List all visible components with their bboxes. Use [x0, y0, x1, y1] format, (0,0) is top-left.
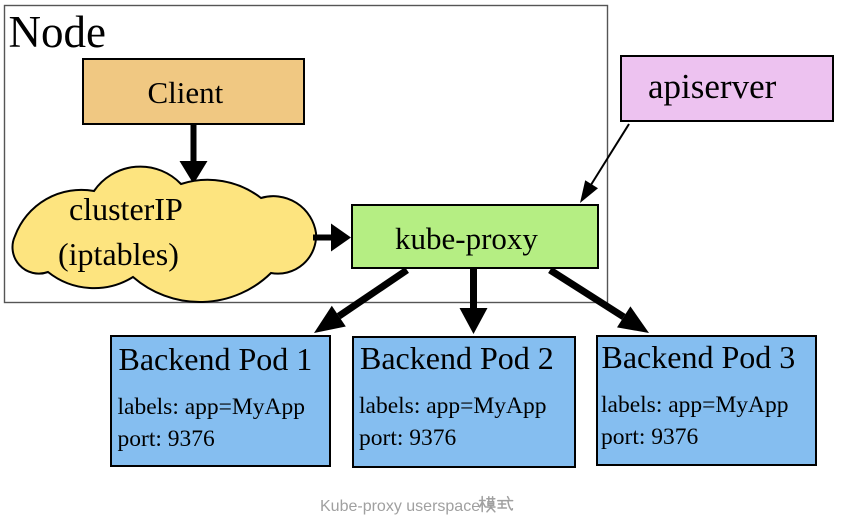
svg-text:Backend Pod 2: Backend Pod 2: [360, 340, 554, 376]
svg-text:port: 9376: port: 9376: [601, 424, 699, 450]
svg-text:port: 9376: port: 9376: [118, 426, 216, 452]
svg-text:apiserver: apiserver: [648, 67, 777, 106]
svg-text:Kube-proxy userspace: Kube-proxy userspace: [320, 498, 480, 515]
svg-text:kube-proxy: kube-proxy: [395, 221, 538, 256]
svg-text:labels: app=MyApp: labels: app=MyApp: [359, 393, 547, 419]
svg-text:labels: app=MyApp: labels: app=MyApp: [118, 394, 306, 420]
svg-text:port: 9376: port: 9376: [359, 425, 457, 451]
svg-text:clusterIP: clusterIP: [69, 191, 183, 227]
svg-text:Client: Client: [148, 75, 224, 110]
svg-text:Backend Pod 3: Backend Pod 3: [602, 339, 796, 375]
svg-text:labels: app=MyApp: labels: app=MyApp: [601, 392, 789, 418]
svg-text:(iptables): (iptables): [58, 236, 179, 272]
svg-text:Node: Node: [9, 7, 106, 57]
svg-text:Backend Pod 1: Backend Pod 1: [119, 341, 313, 377]
